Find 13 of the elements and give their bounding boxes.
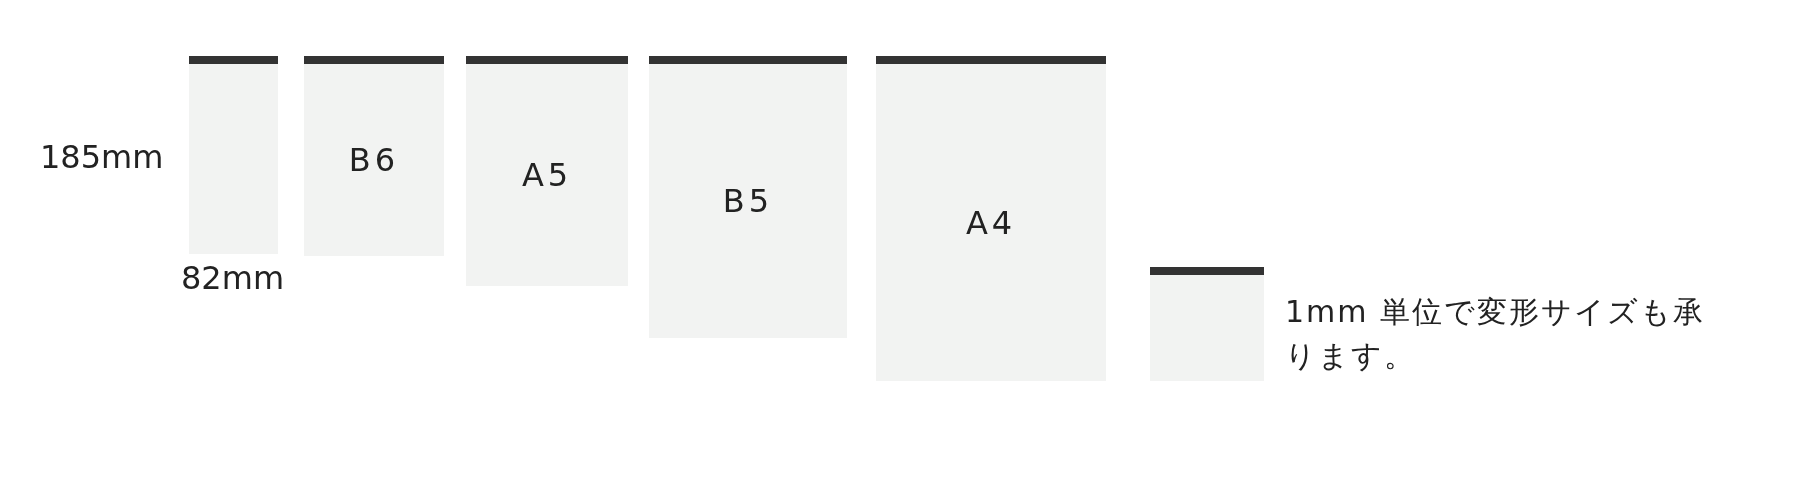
- paper-sheet: [649, 56, 847, 338]
- paper-sheet: [876, 56, 1106, 381]
- size-label: B6: [348, 141, 400, 179]
- dimension-label: 185mm: [40, 138, 164, 176]
- paper-sheet: [189, 56, 278, 254]
- size-label: A5: [521, 156, 573, 194]
- note-text: 1mm 単位で変形サイズも承ります。: [1285, 293, 1707, 375]
- paper-sheet: [1150, 267, 1264, 381]
- dimension-label: 82mm: [181, 259, 285, 297]
- paper-sheet: [466, 56, 628, 286]
- size-label: B5: [722, 182, 774, 220]
- paper-sheet: [304, 56, 444, 256]
- size-label: A4: [965, 203, 1017, 242]
